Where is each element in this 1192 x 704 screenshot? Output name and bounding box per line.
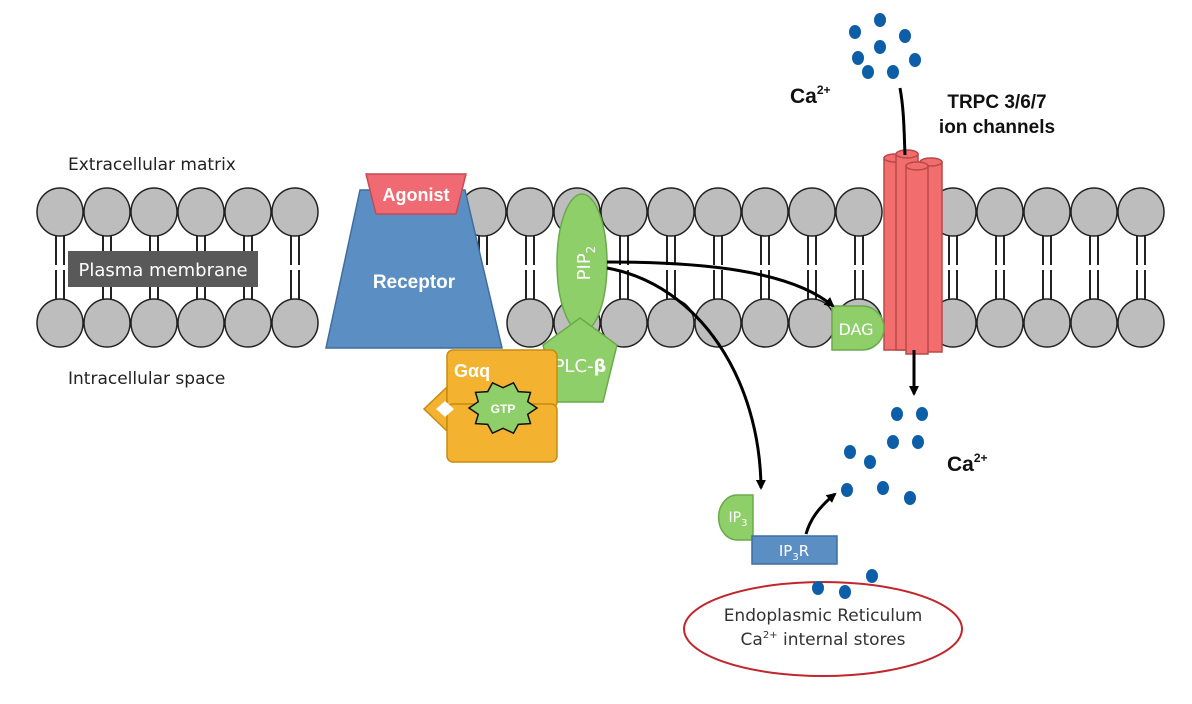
lipid-head-outer [506, 187, 554, 237]
arrow-pip2-to-dag [606, 260, 835, 308]
pip2-label: PIP2 [574, 246, 598, 281]
ca-label-extracellular: Ca2+ [790, 83, 831, 108]
trpc-channel [883, 149, 943, 355]
plasma-membrane-label: Plasma membrane [78, 260, 247, 281]
endoplasmic-reticulum [683, 581, 963, 677]
er-label-line2: Ca2+ internal stores [741, 630, 906, 650]
receptor-label: Receptor [373, 272, 456, 293]
lipid-head-inner [130, 298, 178, 348]
calcium-ion [887, 65, 899, 79]
calcium-ion [899, 29, 911, 43]
ip3r-label: IP3R [779, 542, 809, 563]
calcium-ion [866, 569, 878, 583]
ip3-receptor [751, 535, 838, 565]
trpc-label-line2: ion channels [939, 117, 1055, 138]
lipid-head-outer [36, 187, 84, 237]
lipid-head-inner [694, 298, 742, 348]
lipid-head-inner [506, 298, 554, 348]
lipid-head-outer [835, 187, 883, 237]
dag [831, 305, 885, 351]
lipid-head-inner [271, 298, 319, 348]
lipid-head-outer [694, 187, 742, 237]
lipid-head-inner [1117, 298, 1165, 348]
calcium-ion [909, 53, 921, 67]
lipid-head-outer [1070, 187, 1118, 237]
lipid-head-outer [83, 187, 131, 237]
gaq-label: Gαq [454, 361, 490, 381]
intracellular-label: Intracellular space [68, 369, 225, 389]
lipid-head-inner [36, 298, 84, 348]
lipid-head-outer [177, 187, 225, 237]
lipid-head-inner [788, 298, 836, 348]
lipid-head-outer [741, 187, 789, 237]
er-label-line1: Endoplasmic Reticulum [724, 606, 923, 626]
lipid-head-outer [647, 187, 695, 237]
agonist [365, 173, 467, 215]
gtp [467, 381, 539, 435]
arrow-ca-into-channel [898, 87, 907, 156]
calcium-ion [839, 585, 851, 599]
calcium-ions [812, 13, 928, 599]
lipid-head-inner [1023, 298, 1071, 348]
lipid-head-inner [741, 298, 789, 348]
calcium-ion [904, 491, 916, 505]
lipid-head-outer [788, 187, 836, 237]
lipid-head-outer [271, 187, 319, 237]
calcium-ion [887, 435, 899, 449]
extracellular-label: Extracellular matrix [68, 155, 236, 175]
lipid-head-outer [1023, 187, 1071, 237]
calcium-ion [812, 581, 824, 595]
ip3-label: IP3 [729, 510, 748, 529]
lipid-head-inner [600, 298, 648, 348]
arrow-pip2-to-ip3 [606, 266, 766, 490]
dag-label: DAG [838, 320, 873, 339]
calcium-ion [912, 435, 924, 449]
plasma-membrane-label-box [68, 251, 258, 287]
arrow-ip3r-release [804, 492, 837, 535]
calcium-ion [864, 455, 876, 469]
gtp-label: GTP [491, 402, 516, 416]
calcium-ion [891, 407, 903, 421]
ca-label-cytosol: Ca2+ [947, 451, 988, 476]
calcium-ion [844, 445, 856, 459]
calcium-ion [877, 481, 889, 495]
lipid-head-outer [976, 187, 1024, 237]
lipid-head-inner [177, 298, 225, 348]
lipid-head-outer [1117, 187, 1165, 237]
plc-beta [542, 317, 618, 403]
lipid-head-inner [647, 298, 695, 348]
lipid-head-inner [976, 298, 1024, 348]
lipid-head-outer [130, 187, 178, 237]
calcium-ion [841, 483, 853, 497]
calcium-ion [849, 25, 861, 39]
calcium-ion [874, 40, 886, 54]
ip3 [717, 494, 754, 541]
trpc-label-line1: TRPC 3/6/7 [947, 92, 1046, 113]
calcium-ion [916, 407, 928, 421]
lipid-head-outer [600, 187, 648, 237]
lipid-head-outer [224, 187, 272, 237]
agonist-label: Agonist [383, 185, 450, 205]
calcium-ion [852, 51, 864, 65]
lipid-head-inner [83, 298, 131, 348]
calcium-ion [862, 65, 874, 79]
lipid-head-inner [224, 298, 272, 348]
plc-beta-label: PLC-β [554, 356, 607, 377]
lipid-head-inner [1070, 298, 1118, 348]
calcium-ion [874, 13, 886, 27]
